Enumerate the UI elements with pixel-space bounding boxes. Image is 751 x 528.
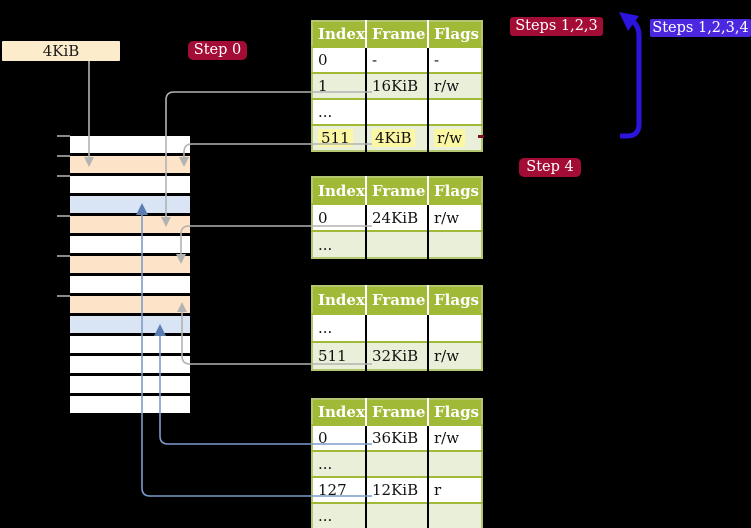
memory-frame-row-white: [70, 236, 190, 253]
memory-frame-row-orange: [70, 216, 190, 233]
table-cell: -: [427, 46, 482, 73]
column-header-frame: Frame: [365, 286, 428, 314]
table-cell: -: [365, 46, 428, 73]
memory-frame-row-white: [70, 376, 190, 393]
column-header-index: Index: [312, 286, 366, 314]
column-header-index: Index: [312, 21, 366, 47]
table-cell: [365, 230, 428, 258]
memory-tick: [57, 215, 70, 217]
table-cell: [427, 230, 482, 258]
table-row: ...: [312, 313, 482, 342]
memory-frame-row-white: [70, 176, 190, 193]
table-cell: 32KiB: [365, 341, 428, 370]
table-row: ...: [312, 450, 482, 477]
table-cell: [427, 313, 482, 342]
memory-tick: [57, 135, 70, 137]
table-cell: 12KiB: [365, 476, 428, 503]
table-row: 511 4KiB r/w: [312, 124, 482, 151]
column-header-index: Index: [312, 399, 366, 425]
memory-frame-row-blue: [70, 196, 190, 213]
memory-frame-row-white: [70, 136, 190, 153]
table-cell: r/w: [427, 124, 482, 151]
table-row: 0--: [312, 46, 482, 73]
table-row: ...: [312, 98, 482, 125]
table-cell: [365, 450, 428, 477]
table-cell: r/w: [427, 72, 482, 99]
highlighted-value: 4KiB: [372, 129, 415, 147]
column-header-frame: Frame: [365, 177, 428, 204]
memory-frame-row-orange: [70, 256, 190, 273]
step4-label: Step 4: [519, 158, 581, 177]
table-cell: 16KiB: [365, 72, 428, 99]
table-cell: 36KiB: [365, 424, 428, 451]
column-header-flags: Flags: [427, 21, 482, 47]
column-header-index: Index: [312, 177, 366, 204]
table-cell: [365, 98, 428, 125]
memory-frame-row-orange: [70, 296, 190, 313]
memory-tick: [57, 175, 70, 177]
memory-frame-row-white: [70, 336, 190, 353]
memory-tick: [57, 155, 70, 157]
steps-1234-label: Steps 1,2,3,4: [650, 19, 751, 37]
table-cell: r/w: [427, 203, 482, 231]
table-cell: [427, 450, 482, 477]
table-cell: ...: [312, 230, 366, 258]
frame-size-box: 4KiB: [2, 41, 120, 61]
column-header-flags: Flags: [427, 399, 482, 425]
table-cell: 127: [312, 476, 366, 503]
memory-frame-row-white: [70, 356, 190, 373]
steps-flow-arrow: [620, 17, 642, 139]
table-cell: r: [427, 476, 482, 503]
column-header-flags: Flags: [427, 177, 482, 204]
memory-frame-row-orange: [70, 156, 190, 173]
table-cell: ...: [312, 313, 366, 342]
column-header-flags: Flags: [427, 286, 482, 314]
step0-label: Step 0: [188, 41, 247, 60]
table-cell: [427, 98, 482, 125]
highlighted-value: r/w: [434, 129, 466, 147]
table-row: ...: [312, 230, 482, 258]
table-cell: [365, 502, 428, 528]
memory-tick: [57, 295, 70, 297]
table-cell: 511: [312, 341, 366, 370]
physical-memory-column: [70, 136, 190, 416]
table-cell: 0: [312, 424, 366, 451]
steps-123-label: Steps 1,2,3: [510, 17, 603, 36]
steps-flow-arrowhead-icon: [619, 12, 639, 31]
table-cell: ...: [312, 98, 366, 125]
table-row: ...: [312, 502, 482, 528]
memory-frame-row-blue: [70, 316, 190, 333]
table-cell: [365, 313, 428, 342]
table-cell: 0: [312, 46, 366, 73]
table-cell: 1: [312, 72, 366, 99]
table-cell: 4KiB: [365, 124, 428, 151]
highlighted-value: 511: [318, 129, 353, 147]
table-cell: 24KiB: [365, 203, 428, 231]
memory-frame-row-white: [70, 396, 190, 413]
column-header-frame: Frame: [365, 399, 428, 425]
table-cell: r/w: [427, 424, 482, 451]
table-cell: r/w: [427, 341, 482, 370]
table-cell: 511: [312, 124, 366, 151]
table-cell: ...: [312, 450, 366, 477]
memory-frame-row-white: [70, 276, 190, 293]
memory-tick: [57, 255, 70, 257]
table-cell: [427, 502, 482, 528]
table-cell: 0: [312, 203, 366, 231]
table-cell: ...: [312, 502, 366, 528]
column-header-frame: Frame: [365, 21, 428, 47]
